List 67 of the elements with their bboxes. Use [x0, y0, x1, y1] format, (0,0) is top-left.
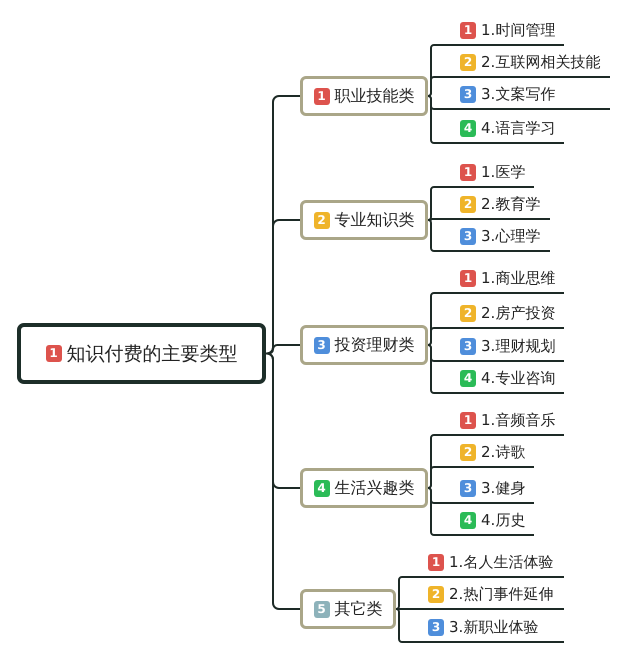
topic-label: 4.历史 — [481, 510, 526, 530]
number-badge: 2 — [460, 304, 476, 322]
number-badge: 1 — [460, 164, 476, 180]
number-badge: 5 — [314, 600, 330, 618]
topic-label: 1.时间管理 — [481, 20, 556, 40]
number-badge: 1 — [460, 412, 476, 428]
topic-label: 2.互联网相关技能 — [481, 52, 600, 72]
connector-line — [427, 219, 436, 252]
number-badge: 1 — [460, 270, 476, 286]
number-badge: 2 — [460, 196, 476, 212]
topic-label: 3.健身 — [481, 478, 526, 498]
topic-label: 职业技能类 — [334, 86, 414, 106]
topic-label: 1.音频音乐 — [481, 410, 556, 430]
connector-line — [427, 95, 436, 144]
topic-label: 2.热门事件延伸 — [449, 584, 554, 604]
topic-label: 2.房产投资 — [481, 304, 556, 322]
topic-box — [300, 468, 428, 508]
topic-label: 3.心理学 — [481, 226, 540, 246]
topic-label: 3.文案写作 — [481, 84, 556, 104]
topic-label: 2.诗歌 — [481, 442, 526, 462]
connector-line — [427, 327, 436, 346]
central-topic-box — [17, 323, 266, 384]
topic-box — [300, 325, 428, 365]
number-badge: 4 — [460, 512, 476, 528]
topic-label: 其它类 — [334, 598, 382, 620]
number-badge: 3 — [314, 336, 330, 354]
number-badge: 1 — [314, 88, 330, 104]
topic-label: 4.语言学习 — [481, 118, 556, 138]
number-badge: 1 — [428, 554, 444, 570]
topic-box — [300, 589, 396, 629]
number-badge: 3 — [460, 480, 476, 496]
number-badge: 1 — [460, 22, 476, 38]
topic-label: 1.名人生活体验 — [449, 552, 554, 572]
connector-line — [395, 608, 404, 643]
topic-label: 生活兴趣类 — [334, 478, 414, 498]
topic-label: 1.医学 — [481, 162, 526, 182]
connector-line — [266, 344, 300, 354]
topic-label: 2.教育学 — [481, 194, 540, 214]
connector-line — [427, 466, 436, 489]
number-badge: 4 — [314, 480, 330, 496]
topic-box — [300, 200, 428, 240]
number-badge: 1 — [46, 345, 62, 362]
number-badge: 4 — [460, 370, 476, 386]
number-badge: 2 — [460, 54, 476, 70]
number-badge: 4 — [460, 120, 476, 136]
number-badge: 3 — [460, 338, 476, 354]
topic-label: 3.新职业体验 — [449, 618, 538, 636]
number-badge: 3 — [428, 618, 444, 636]
number-badge: 3 — [460, 86, 476, 102]
topic-label: 4.专业咨询 — [481, 368, 556, 388]
topic-label: 投资理财类 — [334, 334, 414, 356]
topic-label: 知识付费的主要类型 — [66, 342, 238, 366]
number-badge: 3 — [460, 228, 476, 244]
topic-label: 专业知识类 — [334, 210, 414, 230]
topic-box — [300, 76, 428, 116]
topic-label: 3.理财规划 — [481, 336, 556, 356]
connector-line — [427, 344, 436, 394]
number-badge: 2 — [314, 212, 330, 228]
number-badge: 2 — [428, 586, 444, 602]
topic-label: 1.商业思维 — [481, 268, 556, 288]
connector-line — [427, 487, 436, 536]
connector-line — [427, 76, 436, 97]
connector-line — [395, 576, 404, 610]
number-badge: 2 — [460, 444, 476, 460]
connector-line — [266, 352, 300, 610]
connector-line — [427, 186, 436, 221]
connector-line — [266, 219, 300, 354]
